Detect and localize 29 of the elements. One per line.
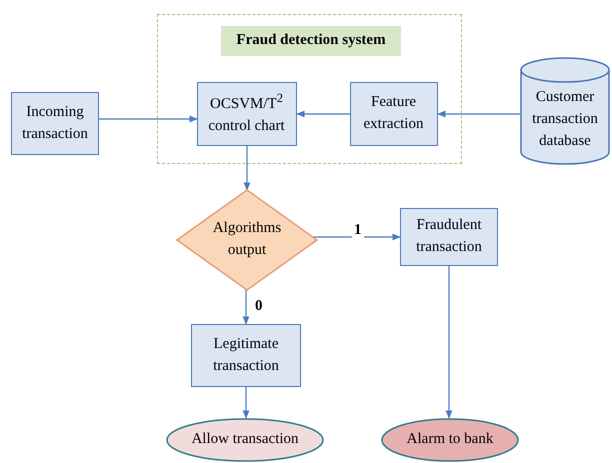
- arrow: [296, 110, 350, 118]
- node-label: Alarm to bank: [406, 430, 494, 450]
- process-box: [11, 92, 99, 155]
- node-label: Fraudulent transaction: [415, 216, 483, 257]
- node-label: OCSVM/T$^{2}$ control chart: [207, 90, 286, 136]
- node-label: Feature extraction: [362, 92, 424, 134]
- node-label: Legitimate transaction: [212, 334, 280, 376]
- arrow: [99, 116, 198, 122]
- node-label: Allow transaction: [191, 430, 299, 450]
- node-label: Algorithms output: [212, 219, 282, 260]
- arrow: [312, 234, 401, 240]
- arrow: [244, 146, 250, 191]
- node-label: Customer transaction database: [531, 88, 599, 151]
- decision-diamond: [177, 190, 317, 290]
- node-label: Incoming transaction: [21, 102, 89, 144]
- terminal-ellipse: [166, 418, 324, 462]
- process-box: [400, 208, 498, 266]
- database-cylinder: [520, 58, 610, 164]
- system-boundary: [157, 14, 462, 164]
- title-banner: Fraud detection system: [221, 26, 401, 56]
- arrow: [446, 266, 452, 419]
- process-box: [191, 324, 301, 387]
- edge-label: 1: [352, 222, 364, 239]
- arrow: [437, 110, 520, 118]
- process-box: [196, 82, 296, 146]
- process-box: [350, 82, 438, 146]
- arrow: [242, 289, 250, 325]
- arrow: [242, 387, 250, 419]
- terminal-ellipse: [381, 418, 519, 462]
